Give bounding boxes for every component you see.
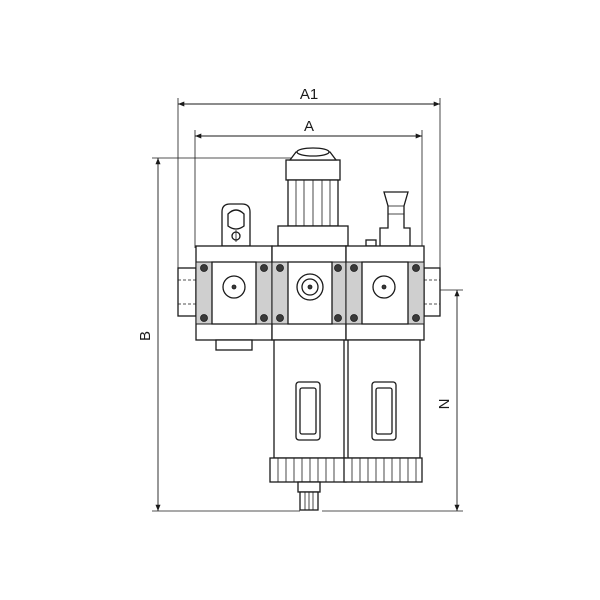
dimension-a: A bbox=[194, 118, 423, 248]
dimension-a-label: A bbox=[304, 118, 314, 135]
dimension-n: N bbox=[322, 289, 463, 512]
dimension-a1: A1 bbox=[177, 86, 441, 268]
outlet-port bbox=[423, 267, 441, 317]
shutoff-valve-module bbox=[195, 203, 273, 351]
dimension-b-label: B bbox=[137, 331, 154, 341]
filter-regulator-module bbox=[269, 147, 349, 511]
dimension-a1-label: A1 bbox=[300, 86, 318, 103]
lubricator-module bbox=[343, 191, 425, 483]
dimension-b: B bbox=[137, 157, 300, 512]
dimension-n-label: N bbox=[436, 399, 453, 410]
inlet-port bbox=[177, 267, 197, 317]
